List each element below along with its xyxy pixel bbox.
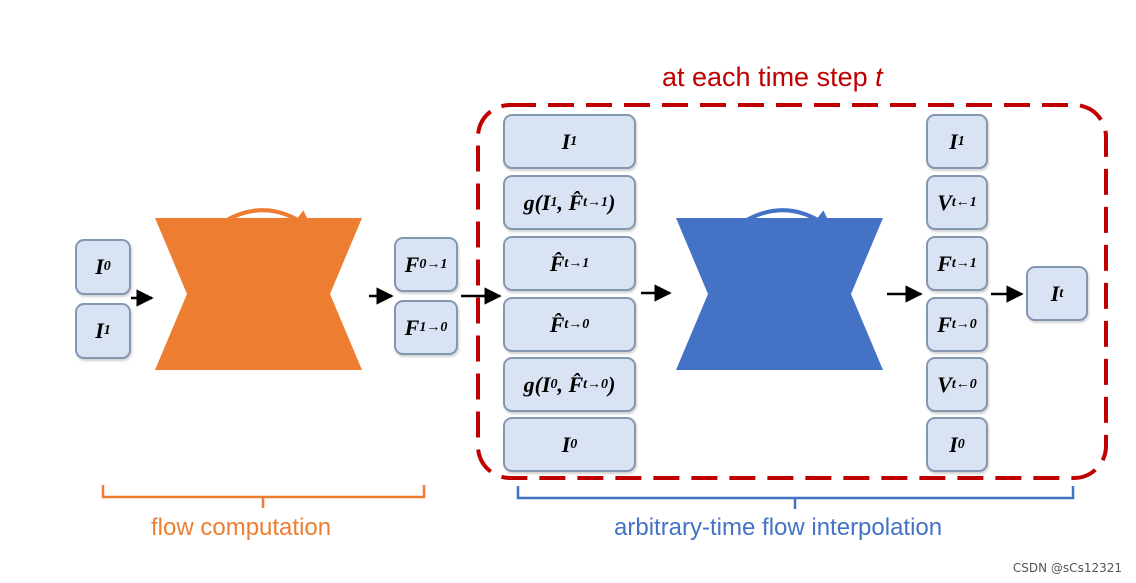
time-step-title: at each time step t <box>662 62 883 93</box>
time-step-title-text: at each time step <box>662 62 876 92</box>
interp-network-skip-arrow <box>726 208 834 235</box>
time-step-variable: t <box>875 62 883 92</box>
flow-interpolation-network <box>676 218 883 370</box>
time-step-region <box>476 103 1108 480</box>
interp-input-fhat-t0: F̂t→0 <box>503 297 636 352</box>
watermark: CSDN @sCs12321 <box>1012 561 1122 575</box>
flow-network-skip-arrow <box>206 208 314 235</box>
interpolation-bracket <box>516 486 1075 509</box>
interp-input-fhat-t1: F̂t→1 <box>503 236 636 291</box>
flow-computation-label: flow computation <box>151 514 332 541</box>
flow-computation-network <box>155 218 362 370</box>
flow-computation-bracket <box>101 485 426 508</box>
interpolation-label: arbitrary-time flow interpolation <box>614 514 943 541</box>
